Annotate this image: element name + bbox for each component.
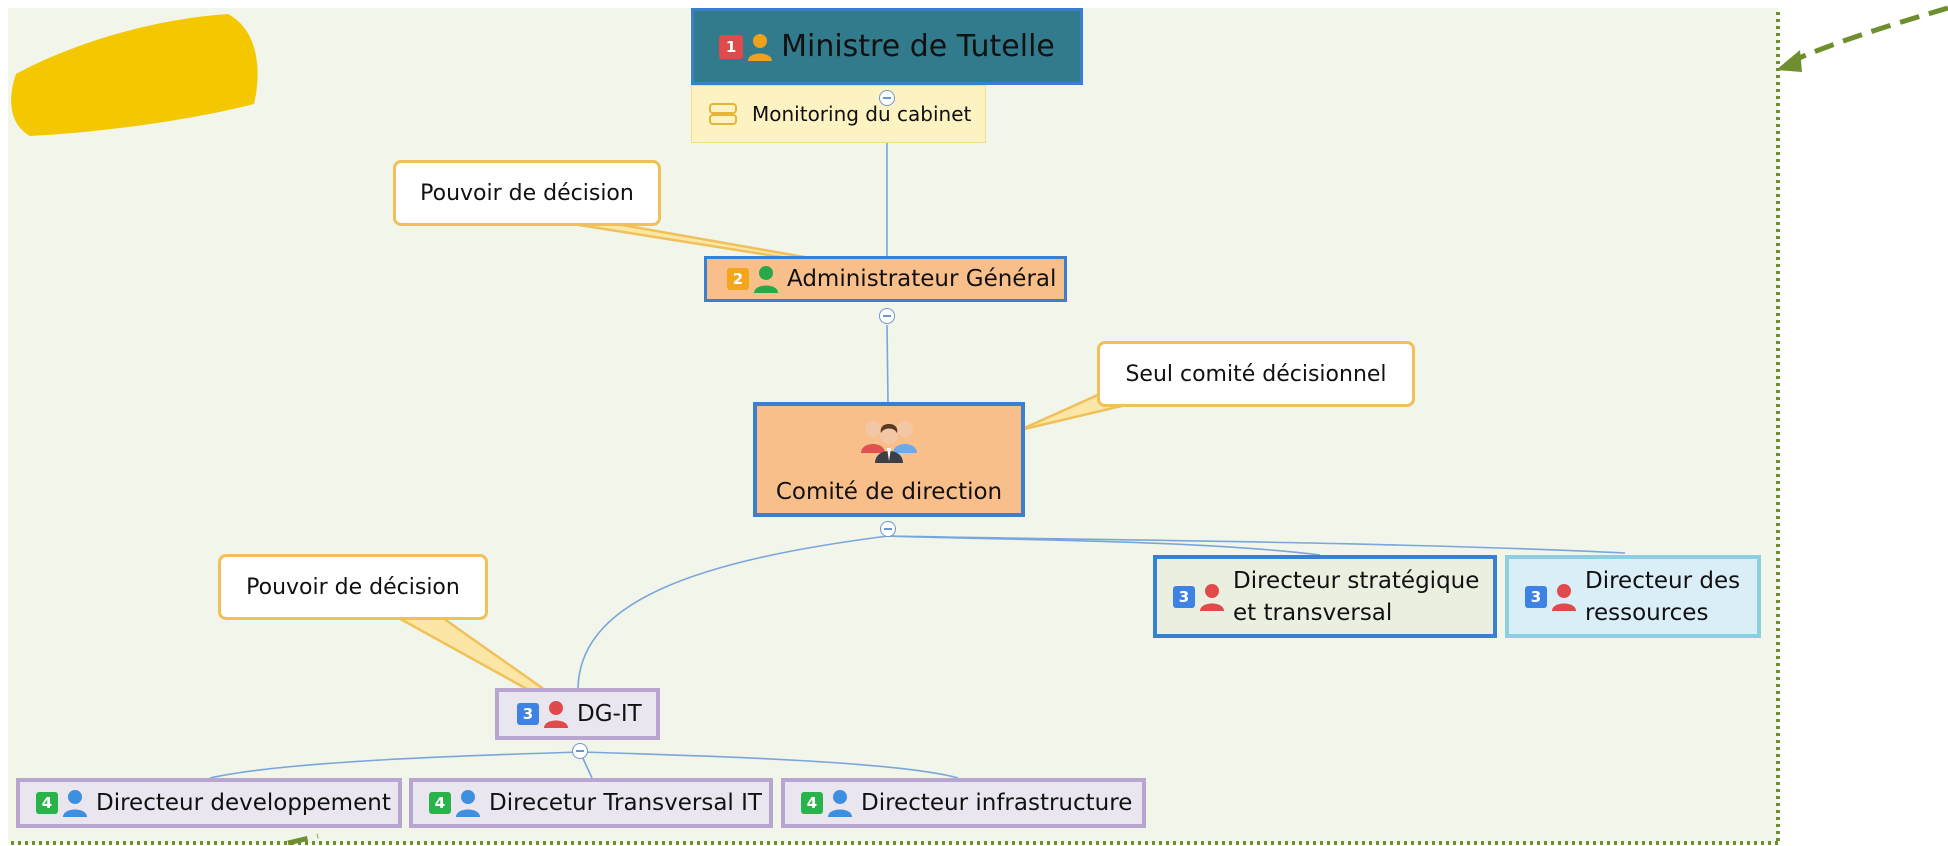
callout-pointer-dgit (390, 614, 559, 701)
node-label: Directeur infrastructure (861, 790, 1133, 816)
link-comite-ressources (887, 535, 1626, 554)
link-comite-dgit (577, 535, 889, 689)
group-people-icon (861, 420, 917, 463)
node-label: Directeur stratégique et transversal (1233, 565, 1479, 629)
collapse-toggle-root[interactable] (879, 90, 895, 106)
priority-4-badge: 4 (429, 792, 451, 814)
callout-pointer-admin (559, 220, 811, 262)
collapse-toggle-comite[interactable] (880, 521, 896, 537)
person-orange-icon (748, 33, 773, 61)
node-ministre-de-tutelle[interactable]: 1 Ministre de Tutelle (691, 8, 1083, 85)
person-blue-icon (456, 790, 480, 817)
node-monitoring-du-cabinet[interactable]: Monitoring du cabinet (691, 85, 986, 143)
person-red-icon (544, 701, 568, 728)
node-directeur-strategique[interactable]: 3 Directeur stratégique et transversal (1153, 555, 1497, 638)
link-admin-comite (886, 324, 889, 403)
link-dgit-infra (579, 751, 959, 779)
node-label-line-1: Directeur des (1585, 567, 1741, 594)
node-directeur-developpement[interactable]: 4 Directeur developpement (16, 778, 402, 828)
node-directeur-des-ressources[interactable]: 3 Directeur des ressources (1505, 555, 1761, 638)
priority-2-badge: 2 (727, 268, 749, 290)
node-label-line-1: Directeur stratégique (1233, 567, 1480, 594)
link-dgit-dev (209, 751, 581, 779)
node-label: DG-IT (577, 701, 642, 727)
node-label: Administrateur Général (787, 266, 1057, 292)
yellow-highlight-mark (11, 14, 258, 136)
node-label: Comité de direction (775, 478, 1003, 505)
node-directeur-transversal-it[interactable]: 4 Direcetur Transversal IT (409, 778, 773, 828)
node-label: Monitoring du cabinet (752, 102, 972, 126)
node-label: Direcetur Transversal IT (489, 790, 762, 816)
person-green-icon (754, 266, 778, 293)
person-red-icon (1200, 583, 1224, 611)
boundary-border (8, 12, 1780, 845)
relationship-arrowhead (1776, 50, 1802, 72)
summary-icon (709, 103, 737, 125)
node-label-line-2: ressources (1585, 599, 1709, 626)
priority-3-badge: 3 (1525, 585, 1547, 608)
priority-3-badge: 3 (1173, 585, 1195, 608)
person-blue-icon (63, 790, 87, 817)
node-administrateur-general[interactable]: 2 Administrateur Général (704, 256, 1067, 302)
callout-pouvoir-de-decision-admin[interactable]: Pouvoir de décision (393, 160, 661, 226)
node-label: Directeur developpement (96, 790, 391, 816)
priority-4-badge: 4 (801, 792, 823, 814)
priority-4-badge: 4 (36, 792, 58, 814)
node-comite-de-direction[interactable]: Comité de direction (753, 402, 1025, 517)
priority-1-badge: 1 (719, 34, 744, 59)
node-directeur-infrastructure[interactable]: 4 Directeur infrastructure (781, 778, 1146, 828)
priority-3-badge: 3 (517, 703, 539, 725)
relationship-arrow-bottom (287, 833, 319, 846)
collapse-toggle-admin[interactable] (879, 308, 895, 324)
collapse-toggle-dgit[interactable] (572, 743, 588, 759)
person-blue-icon (828, 790, 852, 817)
node-label: Directeur des ressources (1585, 565, 1740, 629)
node-label-line-2: et transversal (1233, 599, 1393, 626)
node-label: Ministre de Tutelle (781, 29, 1055, 64)
relationship-arrow-top (1788, 5, 1948, 65)
node-dg-it[interactable]: 3 DG-IT (495, 688, 660, 740)
callout-pouvoir-de-decision-dgit[interactable]: Pouvoir de décision (218, 554, 488, 620)
callout-seul-comite-decisionnel[interactable]: Seul comité décisionnel (1097, 341, 1415, 407)
person-red-icon (1552, 583, 1576, 611)
